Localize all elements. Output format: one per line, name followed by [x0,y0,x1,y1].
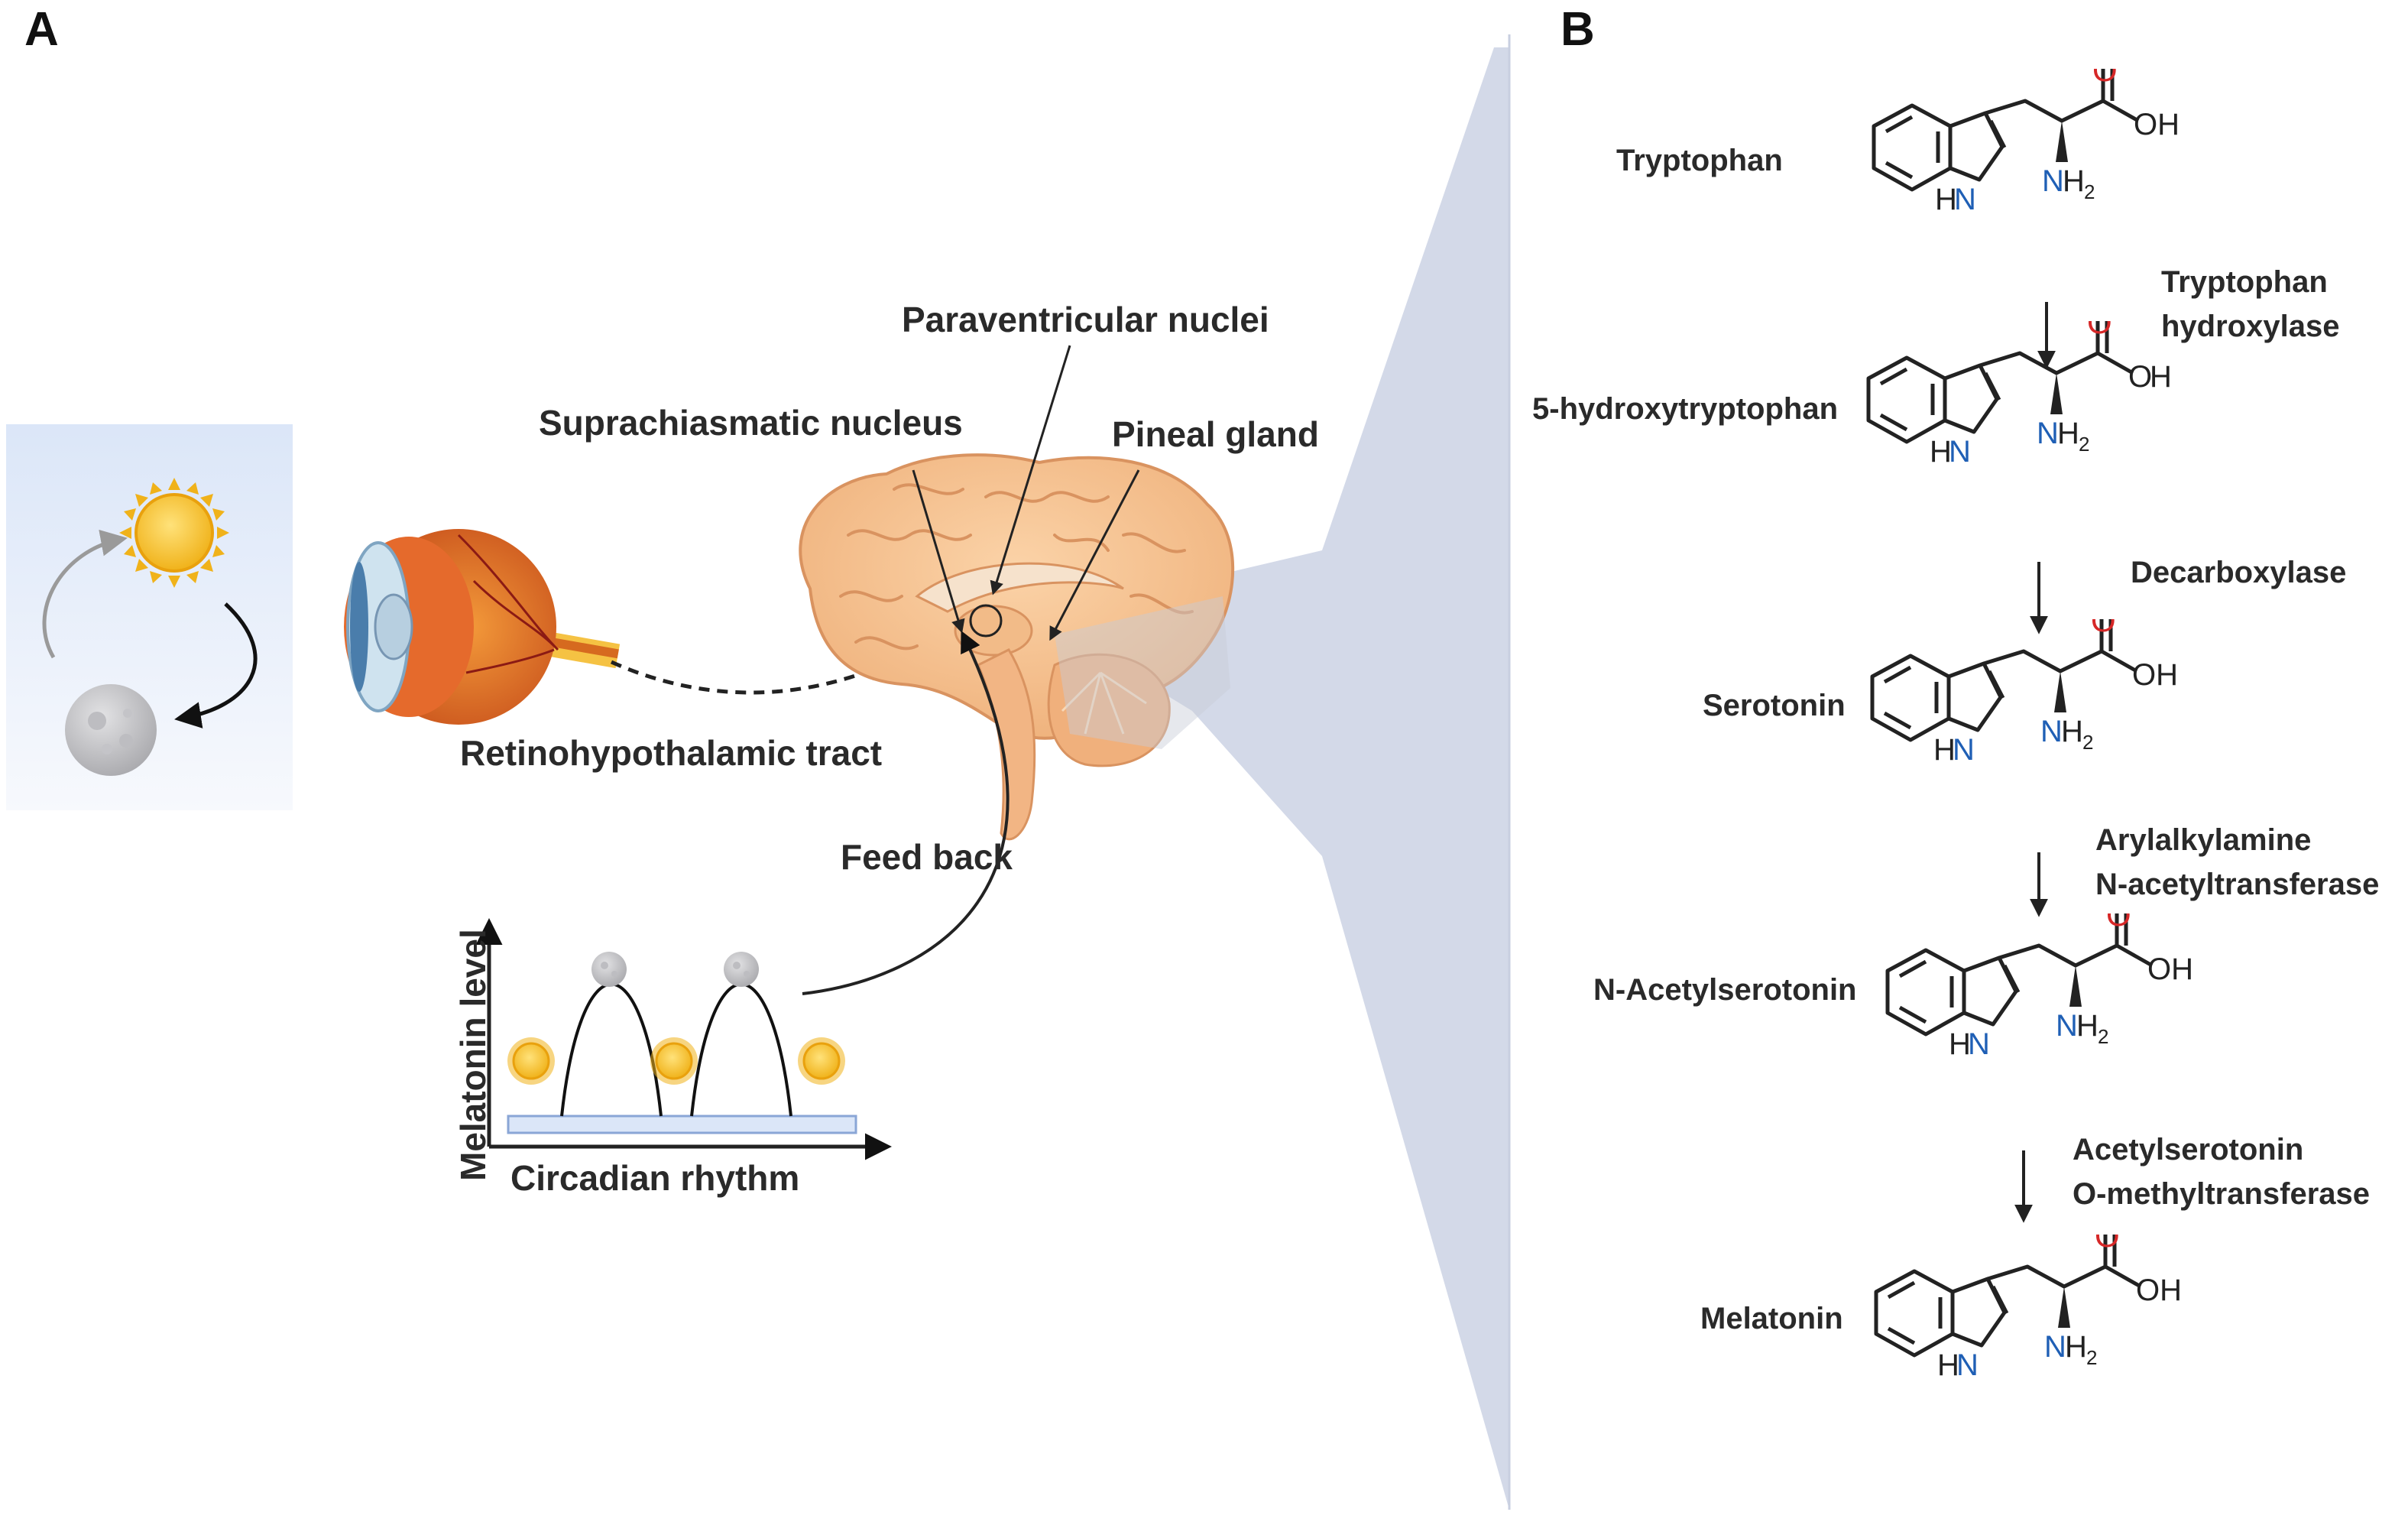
graph-moon-icon [724,952,759,987]
graph-x-axis-label: Circadian rhythm [510,1158,800,1198]
molecule-5-hydroxytryptophan: O O H H N N H 2 [1866,321,2172,469]
svg-text:N: N [2042,164,2064,198]
graph-y-axis-label: Melatonin level [453,929,493,1181]
panel-b-letter: B [1561,3,1595,56]
svg-text:OH: OH [2132,658,2178,692]
svg-text:O: O [2106,913,2131,933]
reaction-arrows [2014,302,2056,1223]
molecule-serotonin: O OH H N N H 2 [1870,619,2178,767]
label-retinohypothalamic-tract: Retinohypothalamic tract [460,733,883,773]
molecule-melatonin: O OH H N N H 2 [1874,1235,2182,1382]
enzyme-acetylserotonin-o-methyltransferase: Acetylserotonin O-methyltransferase [2073,1133,2371,1211]
svg-text:2: 2 [2079,433,2089,456]
molecule-tryptophan: O OH H N N H 2 [1872,69,2180,216]
svg-text:2: 2 [2084,180,2095,203]
svg-text:H: H [2063,164,2085,198]
molecule-n-acetylserotonin: O OH H N N H 2 [1885,913,2193,1061]
hydroxyl-group: OH [2134,108,2180,141]
enzyme-decarboxylase: Decarboxylase [2131,556,2347,589]
svg-text:O: O [2095,1235,2120,1254]
svg-text:OH: OH [2147,952,2193,986]
svg-text:H: H [1930,435,1952,469]
label-pineal-gland: Pineal gland [1112,414,1319,454]
compound-name-serotonin: Serotonin [1703,689,1846,722]
compound-name-5-hydroxytryptophan: 5-hydroxytryptophan [1532,392,1839,426]
oxygen-atom: O [2087,321,2112,340]
panel-b-background [1509,34,2408,1510]
svg-text:2: 2 [2082,731,2093,754]
svg-text:O: O [2091,619,2116,638]
svg-text:N: N [2056,1009,2078,1043]
svg-text:N: N [2037,417,2059,450]
graph-sun-icon [798,1037,845,1085]
svg-text:OH: OH [2136,1274,2182,1307]
label-paraventricular-nuclei: Paraventricular nuclei [902,300,1269,339]
graph-sun-icon [650,1037,698,1085]
panel-a-letter: A [24,3,59,56]
feedback-arrow [802,630,1010,995]
svg-text:H: H [1937,1348,1959,1382]
graph-sun-icon [507,1037,555,1085]
day-to-night-arrow [174,602,258,728]
night-to-day-arrow [42,529,128,659]
svg-text:H: H [2061,715,2083,748]
label-suprachiasmatic-nucleus: Suprachiasmatic nucleus [539,403,963,443]
melatonin-graph [475,918,892,1160]
compound-name-tryptophan: Tryptophan [1616,144,1783,177]
sun-icon [119,478,229,588]
svg-text:N: N [2044,1330,2066,1364]
compound-name-melatonin: Melatonin [1700,1302,1843,1335]
label-feed-back: Feed back [841,837,1013,877]
eye-illustration [344,529,621,725]
oxygen-atom: O [2092,69,2118,88]
svg-text:N: N [1949,435,1971,469]
svg-text:H: H [1949,1027,1971,1061]
retinohypothalamic-tract-arrow [610,655,903,695]
zoom-wedge [1055,47,1509,1510]
paraventricular-pointer [990,345,1071,595]
svg-text:2: 2 [2098,1025,2108,1048]
enzyme-arylalkylamine-n-acetyltransferase: Arylalkylamine N-acetyltransferase [2095,823,2380,901]
pineal-pointer [1049,469,1140,641]
svg-text:N: N [1954,183,1976,216]
svg-text:H: H [2150,360,2172,394]
svg-text:N: N [2040,715,2063,748]
svg-text:N: N [1968,1027,1990,1061]
compound-name-n-acetylserotonin: N-Acetylserotonin [1593,973,1857,1007]
moon-icon [65,684,157,776]
enzyme-tryptophan-hydroxylase: Tryptophan hydroxylase [2161,265,2340,343]
svg-text:H: H [2065,1330,2087,1364]
svg-text:N: N [1956,1348,1979,1382]
brain-illustration [799,453,1235,841]
svg-text:O: O [2128,360,2152,394]
graph-moon-icon [591,952,627,987]
svg-text:H: H [2076,1009,2098,1043]
svg-text:N: N [1953,733,1975,767]
svg-text:H: H [2057,417,2079,450]
svg-text:H: H [1933,733,1956,767]
svg-text:2: 2 [2086,1346,2097,1369]
svg-text:H: H [1935,183,1957,216]
suprachiasmatic-pointer [912,469,965,634]
